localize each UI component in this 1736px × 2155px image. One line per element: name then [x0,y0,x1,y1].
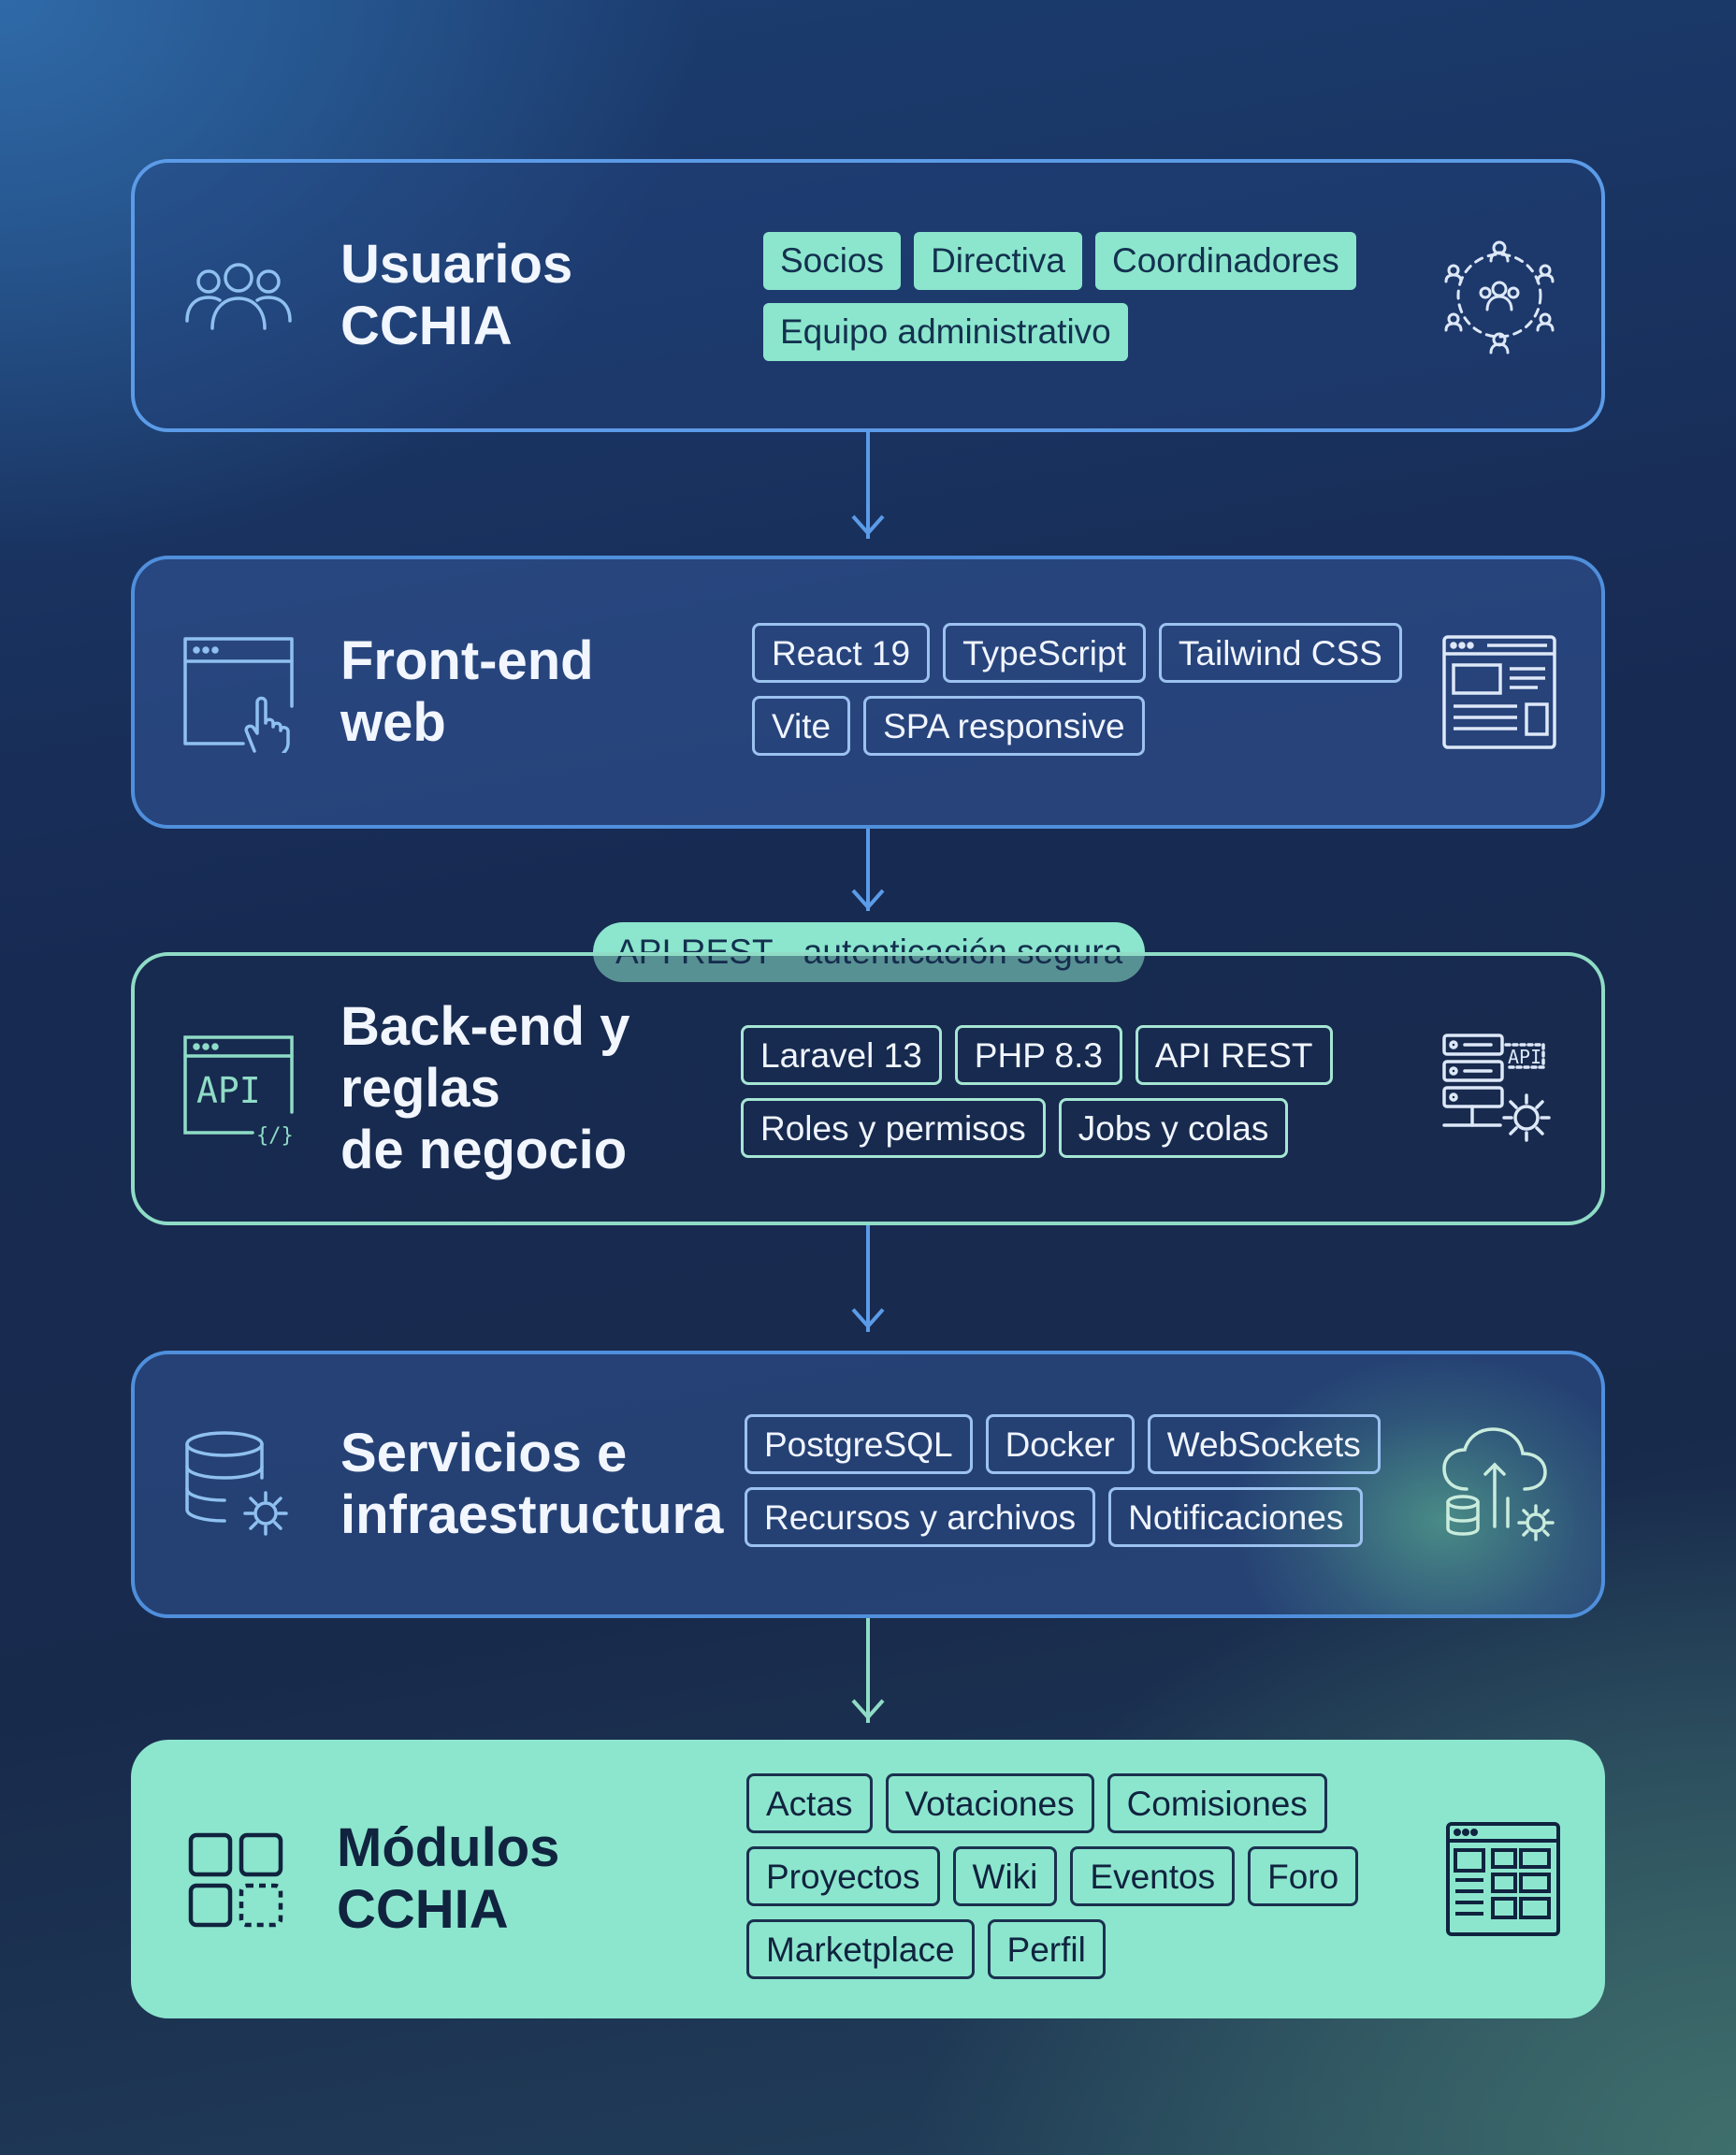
arrow-down-icon [851,1308,885,1330]
tag: Docker [985,1414,1135,1474]
server-api-gear-icon: API [1442,1034,1551,1142]
tag: Coordinadores [1094,232,1356,290]
tag: Notificaciones [1108,1487,1364,1547]
layer-frontend: Front-end web React 19 TypeScript Tailwi… [131,556,1605,829]
tag: Roles y permisos [741,1098,1046,1158]
tag-group: Laravel 13 PHP 8.3 API REST Roles y perm… [741,1025,1414,1158]
tag: Marketplace [746,1919,975,1979]
tag: Eventos [1070,1846,1236,1906]
tag: React 19 [752,623,931,683]
tag: PostgreSQL [745,1414,973,1474]
database-gear-icon [185,1431,288,1536]
layer-users: Usuarios CCHIA Socios Directiva Coordina… [131,159,1605,432]
tag: Recursos y archivos [745,1487,1096,1547]
svg-text:API: API [1508,1046,1541,1068]
tag-group: Actas Votaciones Comisiones Proyectos Wi… [746,1773,1401,1979]
tag-group: Socios Directiva Coordinadores Equipo ad… [763,232,1418,361]
dashboard-layout-icon [1446,1822,1560,1936]
tag-group: PostgreSQL Docker WebSockets Recursos y … [745,1414,1418,1547]
tag: Socios [763,232,902,290]
tag: SPA responsive [863,696,1145,756]
tag: TypeScript [943,623,1146,683]
svg-text:API: API [196,1070,261,1111]
tag-group: React 19 TypeScript Tailwind CSS Vite SP… [752,623,1425,756]
layer-title: Servicios e infraestructura [340,1423,724,1545]
layer-backend: API {/} Back-end y reglas de negocio Lar… [131,952,1605,1225]
arrow-down-icon [851,889,885,911]
connector-line-2 [866,829,870,911]
cloud-database-gear-icon [1442,1427,1555,1541]
browser-click-icon [183,637,294,753]
layer-modules: Módulos CCHIA Actas Votaciones Comisione… [131,1740,1605,2018]
tag: Perfil [987,1919,1106,1979]
tag: Actas [746,1773,873,1833]
layer-title: Usuarios CCHIA [340,234,573,356]
layer-services: Servicios e infraestructura PostgreSQL D… [131,1351,1605,1618]
api-code-icon: API {/} [183,1035,294,1148]
tag: Proyectos [746,1846,940,1906]
tag: WebSockets [1147,1414,1381,1474]
tag: Jobs y colas [1058,1098,1289,1158]
svg-text:{/}: {/} [256,1124,294,1148]
users-group-icon [185,263,292,330]
layer-title: Back-end y reglas de negocio [340,996,630,1180]
web-layout-icon [1442,635,1556,749]
connector-line-4 [866,1618,870,1723]
connector-line-3 [866,1225,870,1332]
tag: Tailwind CSS [1158,623,1402,683]
tag: Comisiones [1107,1773,1327,1833]
connector-line-1 [866,432,870,539]
tag: Vite [752,696,851,756]
tag: Equipo administrativo [763,303,1128,361]
tag: PHP 8.3 [954,1025,1122,1085]
tag: Votaciones [885,1773,1094,1833]
modules-grid-icon [188,1832,283,1928]
tag: Directiva [914,232,1082,290]
layer-title: Front-end web [340,630,594,753]
tag: Wiki [952,1846,1058,1906]
layer-title: Módulos CCHIA [337,1817,560,1940]
tag: API REST [1135,1025,1333,1085]
arrow-down-icon [851,514,885,537]
tag: Laravel 13 [741,1025,942,1085]
community-network-icon [1444,240,1555,354]
arrow-down-icon [851,1699,885,1721]
tag: Foro [1248,1846,1359,1906]
